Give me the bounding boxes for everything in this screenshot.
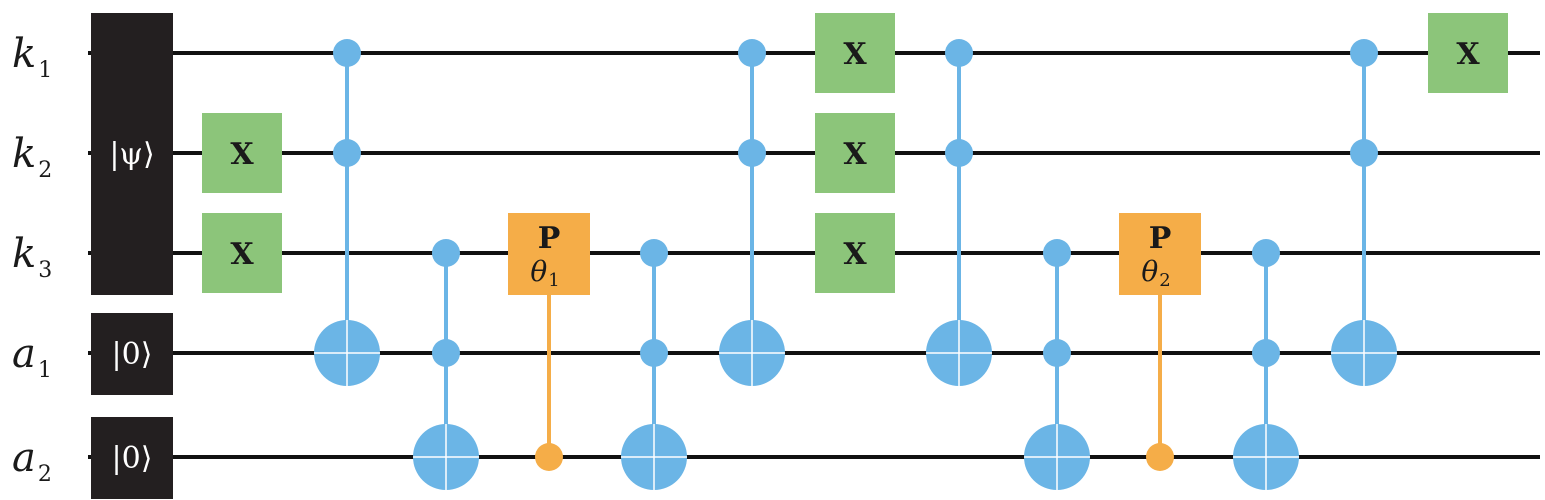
control-dot: [738, 139, 766, 167]
control-dot: [333, 39, 361, 67]
p-gate-label: P: [538, 221, 561, 256]
x-gate-label: X: [230, 137, 254, 172]
control-dot: [1252, 339, 1280, 367]
x-gate-label: X: [843, 237, 867, 272]
initial-states-layer: |ψ⟩ |0⟩ |0⟩: [91, 13, 173, 499]
x-gate-box: [815, 13, 895, 93]
x-gate-box: [1428, 13, 1508, 93]
x-gate-label: X: [843, 137, 867, 172]
init-block-1: [91, 313, 173, 395]
control-dot: [945, 39, 973, 67]
init-block-0: [91, 13, 173, 295]
control-dot: [333, 139, 361, 167]
init-label-1: |0⟩: [112, 337, 153, 372]
init-label-0: |ψ⟩: [109, 137, 154, 172]
x-gate-label: X: [843, 37, 867, 72]
p-gate-label: P: [1149, 221, 1172, 256]
p-gate-param: θ1: [530, 255, 559, 291]
wire-label-k1: k1: [12, 31, 52, 83]
x-gate-box: [202, 213, 282, 293]
control-dot: [945, 139, 973, 167]
control-dot: [1043, 339, 1071, 367]
control-dot: [1252, 239, 1280, 267]
cp-control-dot: [535, 443, 563, 471]
x-gate-label: X: [230, 237, 254, 272]
cp-control-dot: [1146, 443, 1174, 471]
p-gate-box: [1119, 213, 1201, 295]
control-dot: [432, 339, 460, 367]
control-dot: [738, 39, 766, 67]
control-dot: [640, 339, 668, 367]
wire-label-a2: a2: [12, 435, 52, 487]
p-gate-param: θ2: [1141, 255, 1170, 291]
wire-label-k3: k3: [12, 231, 52, 283]
control-dot: [432, 239, 460, 267]
wire-labels-layer: k1 k2 k3 a1 a2: [12, 31, 52, 487]
x-gate-box: [815, 113, 895, 193]
gates-layer: X X Pθ1 X X X Pθ2 X: [202, 13, 1508, 490]
control-dot: [1350, 39, 1378, 67]
p-gate-box: [508, 213, 590, 295]
wires-layer: [88, 51, 1540, 459]
control-dot: [1043, 239, 1071, 267]
x-gate-label: X: [1456, 37, 1480, 72]
control-dot: [1350, 139, 1378, 167]
wire-label-k2: k2: [12, 131, 52, 183]
control-dot: [640, 239, 668, 267]
init-block-2: [91, 417, 173, 499]
wire-label-a1: a1: [12, 331, 52, 383]
init-label-2: |0⟩: [112, 441, 153, 476]
x-gate-box: [815, 213, 895, 293]
x-gate-box: [202, 113, 282, 193]
